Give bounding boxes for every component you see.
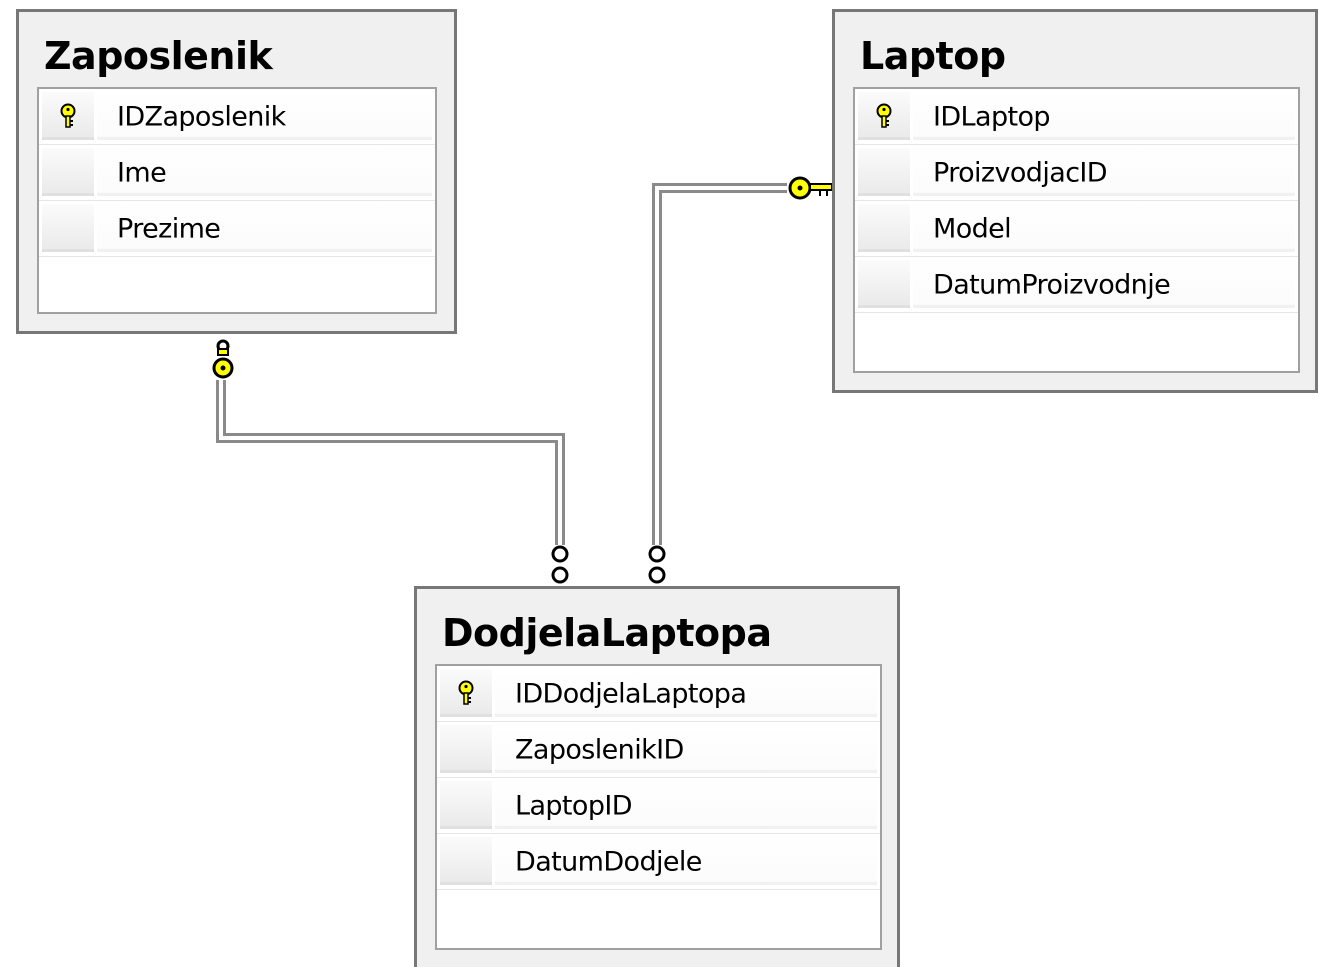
row-cell xyxy=(97,92,432,140)
one-end-key-icon xyxy=(212,339,234,379)
table-row[interactable]: DatumDodjele xyxy=(437,834,880,890)
table-row[interactable]: Prezime xyxy=(39,201,435,257)
row-cell xyxy=(913,92,1295,140)
column-name: LaptopID xyxy=(515,790,633,821)
table-row[interactable]: ZaposlenikID xyxy=(437,722,880,778)
column-name: IDZaposlenik xyxy=(117,101,286,132)
row-cell xyxy=(495,725,877,773)
table-zaposlenik[interactable]: Zaposlenik IDZaposlenik xyxy=(16,9,457,334)
row-selector[interactable] xyxy=(440,781,493,829)
row-cell xyxy=(495,837,877,885)
row-selector[interactable] xyxy=(440,669,493,717)
row-selector[interactable] xyxy=(42,204,95,252)
row-selector[interactable] xyxy=(858,204,911,252)
row-selector[interactable] xyxy=(858,148,911,196)
row-selector[interactable] xyxy=(440,837,493,885)
row-selector[interactable] xyxy=(42,148,95,196)
row-cell xyxy=(495,781,877,829)
primary-key-icon xyxy=(874,103,894,129)
primary-key-icon xyxy=(456,680,476,706)
row-cell xyxy=(495,669,877,717)
row-selector[interactable] xyxy=(858,92,911,140)
row-selector[interactable] xyxy=(42,92,95,140)
column-name: ZaposlenikID xyxy=(515,734,684,765)
table-row[interactable]: ProizvodjacID xyxy=(855,145,1298,201)
table-title: Zaposlenik xyxy=(44,34,273,78)
row-cell xyxy=(913,260,1295,308)
row-selector[interactable] xyxy=(440,725,493,773)
column-name: Model xyxy=(933,213,1012,244)
column-name: ProizvodjacID xyxy=(933,157,1108,188)
table-dodjelalaptopa[interactable]: DodjelaLaptopa IDDodjelaLaptop xyxy=(414,586,900,967)
column-name: DatumProizvodnje xyxy=(933,269,1171,300)
column-grid: IDLaptop ProizvodjacID Model DatumProizv… xyxy=(853,87,1300,373)
relationship-zaposlenik-dodjelalaptopa[interactable] xyxy=(212,339,569,584)
column-name: Ime xyxy=(117,157,167,188)
row-selector[interactable] xyxy=(858,260,911,308)
table-row[interactable]: Model xyxy=(855,201,1298,257)
column-grid: IDDodjelaLaptopa ZaposlenikID LaptopID D… xyxy=(435,664,882,950)
row-cell xyxy=(913,148,1295,196)
many-end-infinity-icon xyxy=(551,545,569,584)
table-row[interactable]: IDLaptop xyxy=(855,89,1298,145)
table-title: Laptop xyxy=(860,34,1006,78)
table-title: DodjelaLaptopa xyxy=(442,611,772,655)
column-name: Prezime xyxy=(117,213,221,244)
row-cell xyxy=(97,204,432,252)
primary-key-icon xyxy=(58,103,78,129)
column-name: IDLaptop xyxy=(933,101,1051,132)
table-row[interactable]: LaptopID xyxy=(437,778,880,834)
table-row[interactable]: Ime xyxy=(39,145,435,201)
column-name: DatumDodjele xyxy=(515,846,702,877)
row-cell xyxy=(913,204,1295,252)
table-laptop[interactable]: Laptop IDLaptop xyxy=(832,9,1318,393)
relationship-laptop-dodjelalaptopa[interactable] xyxy=(648,176,833,584)
table-row[interactable]: IDZaposlenik xyxy=(39,89,435,145)
table-row[interactable]: IDDodjelaLaptopa xyxy=(437,666,880,722)
many-end-infinity-icon xyxy=(648,545,666,584)
row-cell xyxy=(97,148,432,196)
one-end-key-icon xyxy=(788,176,833,200)
column-grid: IDZaposlenik Ime Prezime xyxy=(37,87,437,314)
column-name: IDDodjelaLaptopa xyxy=(515,678,747,709)
table-row[interactable]: DatumProizvodnje xyxy=(855,257,1298,313)
